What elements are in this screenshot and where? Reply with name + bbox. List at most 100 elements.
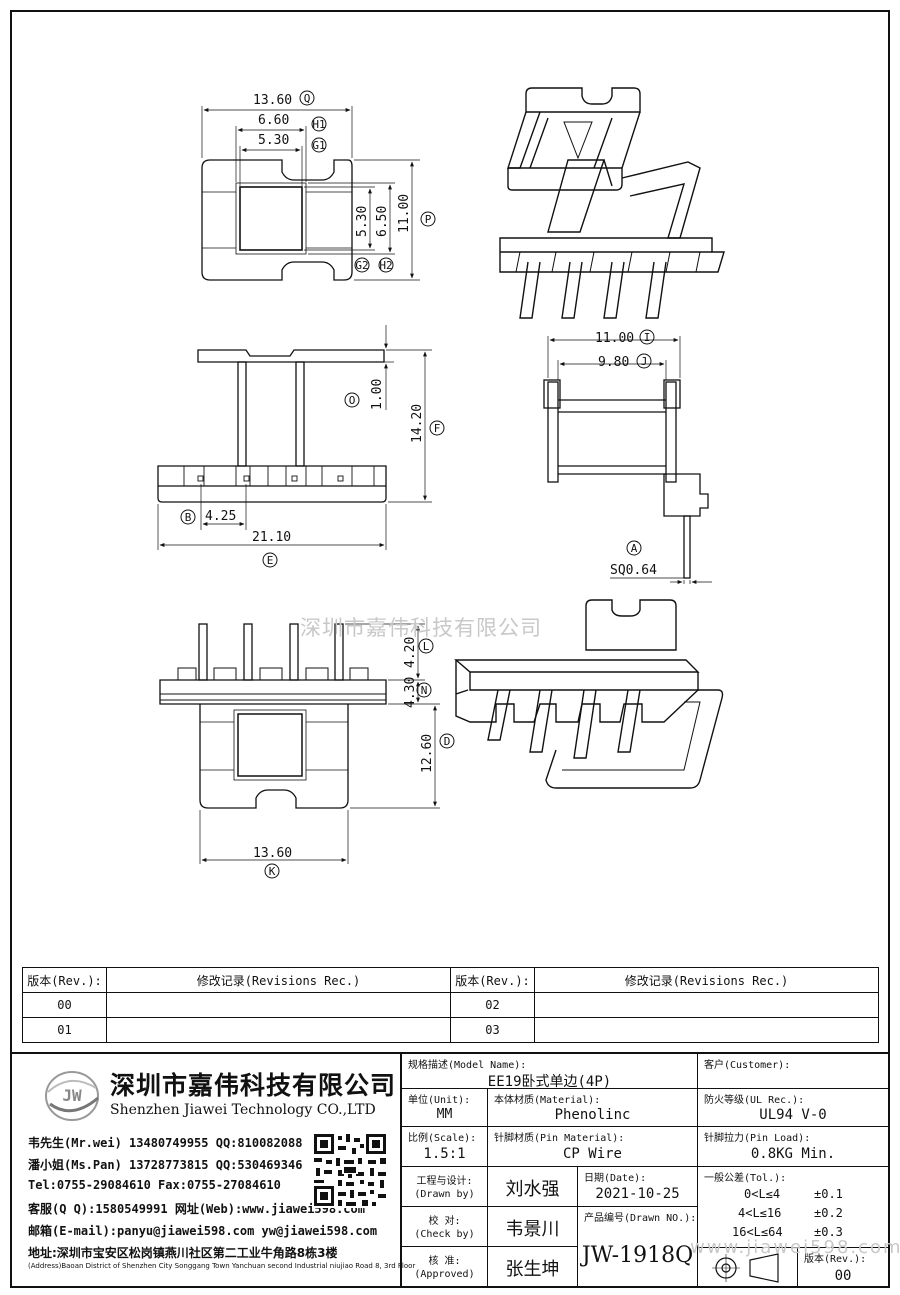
qr-code: [312, 1132, 388, 1208]
approved-label: 核 准:: [428, 1256, 461, 1267]
rec-cell: [106, 1017, 451, 1043]
rec-cell: [534, 1017, 879, 1043]
material-label: 本体材质(Material):: [494, 1095, 601, 1106]
sheet-border: [10, 10, 890, 1288]
tol-range: 16<L≤64: [732, 1225, 783, 1239]
check-by-value: 韦景川: [505, 1219, 560, 1240]
dim-o: 1.00: [370, 379, 385, 410]
projection-cell: [698, 1247, 798, 1288]
dim-a: SQ0.64: [610, 563, 657, 578]
approved-value: 张生坤: [505, 1259, 560, 1280]
drawn-by-value: 刘水强: [505, 1179, 560, 1200]
callout-b: B: [185, 511, 192, 524]
callout-h2: H2: [379, 259, 392, 272]
rev-cell-final: 版本(Rev.): 00: [798, 1247, 888, 1288]
callout-l: L: [423, 640, 430, 653]
logo-text: JW: [62, 1086, 82, 1105]
watermark-text: 深圳市嘉伟科技有限公司: [300, 616, 542, 640]
pin-material-cell: 针脚材质(Pin Material): CP Wire: [488, 1127, 698, 1167]
technical-drawing: 13.60 6.60 5.30 11.00 5.30 6.50 1.00 14.…: [157, 87, 725, 879]
drawn-by-label-cell: 工程与设计: (Drawn by): [402, 1167, 488, 1207]
company-name-en: Shenzhen Jiawei Technology CO.,LTD: [110, 1102, 376, 1118]
watermark-url: www.jiawei598.com: [690, 1237, 900, 1258]
revisions-row: 01 03: [22, 1017, 879, 1043]
unit-cell: 单位(Unit): MM: [402, 1089, 488, 1127]
isometric-view-top: [499, 87, 725, 319]
dim-q: 13.60: [253, 93, 292, 108]
check-by-cell: 韦景川: [488, 1207, 578, 1247]
approved-cell: 张生坤: [488, 1247, 578, 1288]
tol-value: ±0.2: [814, 1206, 843, 1220]
dim-g1: 5.30: [258, 133, 289, 148]
company-logo: JW: [45, 1071, 99, 1121]
dim-l: 4.20: [403, 637, 418, 668]
callout-q: Q: [304, 92, 311, 105]
callout-a: A: [631, 542, 638, 555]
scale-value: 1.5:1: [423, 1146, 466, 1162]
ul-cell: 防火等级(UL Rec.): UL94 V-0: [698, 1089, 888, 1127]
dim-d: 12.60: [420, 734, 435, 773]
ul-label: 防火等级(UL Rec.):: [704, 1095, 805, 1106]
rev-label: 版本(Rev.):: [804, 1254, 867, 1265]
drawn-no-label: 产品编号(Drawn NO.):: [584, 1213, 697, 1224]
model-label: 规格描述(Model Name):: [408, 1060, 527, 1071]
top-view: [201, 106, 420, 281]
rec-header-right: 修改记录(Revisions Rec.): [534, 967, 879, 993]
rev-cell: 01: [22, 1017, 107, 1043]
drawn-label-en: (Drawn by): [414, 1189, 475, 1200]
company-panel: JW 深圳市嘉伟科技有限公司 Shenzhen Jiawei Technolog…: [12, 1054, 415, 1288]
company-name-cn: 深圳市嘉伟科技有限公司: [110, 1071, 397, 1100]
rec-cell: [534, 992, 879, 1018]
title-block: JW 深圳市嘉伟科技有限公司 Shenzhen Jiawei Technolog…: [12, 1052, 888, 1288]
rev-cell: 02: [450, 992, 535, 1018]
revisions-row: 00 02: [22, 992, 879, 1018]
callout-g1: G1: [312, 139, 325, 152]
pin-load-value: 0.8KG Min.: [750, 1146, 836, 1162]
bottom-view: [159, 623, 440, 864]
revisions-table: 版本(Rev.): 修改记录(Revisions Rec.) 版本(Rev.):…: [22, 967, 879, 1043]
pin-material-label: 针脚材质(Pin Material):: [494, 1133, 625, 1144]
ul-value: UL94 V-0: [759, 1107, 827, 1123]
model-value: EE19卧式单边(4P): [487, 1074, 612, 1090]
callout-o: O: [349, 394, 356, 407]
tolerance-label: 一般公差(Tol.):: [704, 1173, 787, 1184]
check-label-en: (Check by): [414, 1229, 475, 1240]
dim-j: 9.80: [598, 355, 629, 370]
rev-header-left: 版本(Rev.):: [22, 967, 107, 993]
rec-cell: [106, 992, 451, 1018]
pin-load-cell: 针脚拉力(Pin Load): 0.8KG Min.: [698, 1127, 888, 1167]
callout-n: N: [421, 684, 428, 697]
dim-h1: 6.60: [258, 113, 289, 128]
rev-value: 00: [834, 1268, 852, 1284]
contact-qq-web: 客服(Q Q):1580549991 网址(Web):www.jiawei598…: [28, 1202, 365, 1216]
tol-value: ±0.1: [814, 1187, 843, 1201]
dim-i: 11.00: [595, 331, 634, 346]
material-cell: 本体材质(Material): Phenolinc: [488, 1089, 698, 1127]
contact-wei: 韦先生(Mr.wei) 13480749955 QQ:810082088: [28, 1136, 303, 1150]
callout-e: E: [267, 554, 274, 567]
callout-i: I: [644, 331, 651, 344]
address-cn: 地址:深圳市宝安区松岗镇燕川社区第二工业牛角路8栋3楼: [28, 1246, 338, 1260]
drawn-no-value: JW-1918Q: [581, 1243, 694, 1268]
dim-p: 11.00: [397, 194, 412, 233]
callout-f: F: [434, 422, 441, 435]
customer-label: 客户(Customer):: [704, 1060, 791, 1071]
dim-n: 4.30: [403, 677, 418, 708]
approved-label-en: (Approved): [414, 1269, 475, 1280]
customer-cell: 客户(Customer):: [698, 1054, 888, 1089]
scale-label: 比例(Scale):: [408, 1133, 477, 1144]
contact-email: 邮箱(E-mail):panyu@jiawei598.com yw@jiawei…: [28, 1224, 378, 1238]
check-by-label-cell: 校 对: (Check by): [402, 1207, 488, 1247]
callout-g2: G2: [355, 259, 368, 272]
model-cell: 规格描述(Model Name): EE19卧式单边(4P): [402, 1054, 698, 1090]
drawn-label: 工程与设计:: [416, 1176, 473, 1187]
check-label: 校 对:: [428, 1216, 461, 1227]
material-value: Phenolinc: [554, 1107, 631, 1123]
projection-symbol-icon: [712, 1253, 779, 1283]
callout-p: P: [425, 213, 432, 226]
unit-value: MM: [436, 1107, 453, 1122]
rev-cell: 00: [22, 992, 107, 1018]
revisions-header-row: 版本(Rev.): 修改记录(Revisions Rec.) 版本(Rev.):…: [22, 967, 879, 993]
callout-circles: [180, 90, 655, 879]
